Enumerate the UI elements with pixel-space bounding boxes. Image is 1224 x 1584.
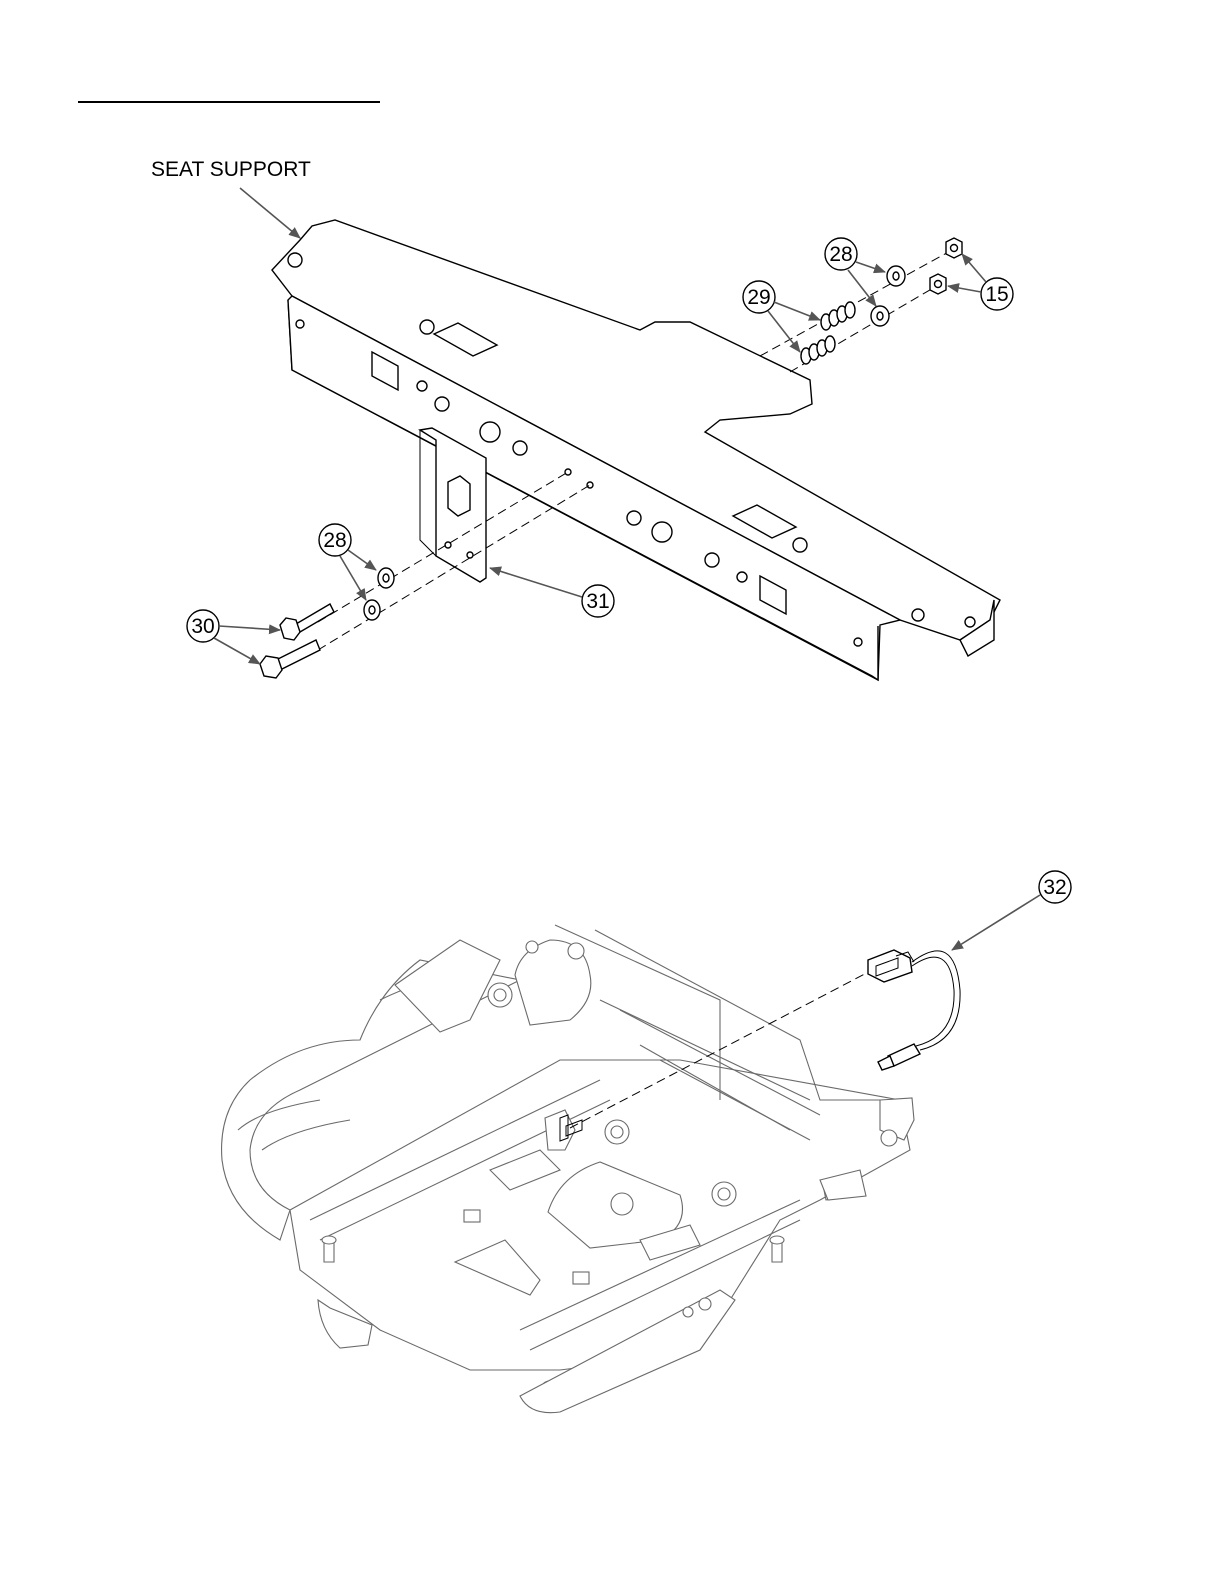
hinge-bolt (568, 943, 584, 959)
part-30-leader (219, 626, 280, 630)
bracket-hole (445, 542, 451, 548)
part-30-label: 30 (191, 615, 214, 638)
side-hole (627, 511, 641, 525)
bolt-30-upper (280, 604, 334, 640)
part-30-leader (214, 638, 260, 664)
lever-spring (683, 1307, 693, 1317)
side-hole (854, 638, 862, 646)
part-31-label: 31 (586, 590, 609, 613)
side-hole-small (565, 469, 571, 475)
part-31-leader (490, 568, 582, 597)
spring-29-upper (821, 302, 855, 330)
washer-hole (877, 312, 883, 320)
side-hole (296, 320, 304, 328)
stud-head (770, 1236, 784, 1244)
flange-hole (420, 320, 434, 334)
flange-hole (793, 538, 807, 552)
nut-hole (935, 281, 942, 288)
plate-square (464, 1210, 480, 1222)
part-29-leader (774, 302, 820, 320)
assembly-line (760, 250, 952, 356)
flange-hole (912, 609, 924, 621)
side-hole (435, 397, 449, 411)
seat-switch-harness-32 (868, 950, 960, 1070)
part-28-leader-bottom (340, 556, 366, 600)
plate-square (573, 1272, 589, 1284)
bracket-edge (420, 430, 436, 556)
part-15-leader (962, 254, 986, 282)
part-28-leader (848, 270, 876, 306)
part-28-label-top: 28 (829, 243, 852, 266)
part-28-leader-bottom (348, 550, 376, 570)
plate-hole-inner (611, 1126, 623, 1138)
washer-hole (893, 272, 899, 280)
side-hole-large (652, 522, 672, 542)
seat-support-leader (240, 188, 300, 238)
side-hole (705, 553, 719, 567)
plate-hole-inner (718, 1188, 730, 1200)
bracket-hole (467, 552, 473, 558)
bolt-30-lower (260, 640, 320, 678)
part-28-label-bottom: 28 (323, 529, 346, 552)
bracket-slot (448, 476, 470, 516)
flange-hole (288, 253, 302, 267)
side-hole-large (480, 422, 500, 442)
seat-support-assembly: SEAT SUPPORT 28 15 29 28 31 30 (151, 158, 1013, 680)
side-hole (513, 441, 527, 455)
part-15-label: 15 (985, 283, 1008, 306)
stud-head (322, 1236, 336, 1244)
rear-latch-bolt (881, 1130, 897, 1146)
nut-hole (951, 245, 958, 252)
lever-spring (699, 1298, 711, 1310)
part-32-label: 32 (1043, 876, 1066, 899)
washer-hole (383, 574, 389, 582)
part-32-leader (952, 895, 1040, 950)
seat-support-callout: SEAT SUPPORT (151, 158, 311, 181)
part-29-label: 29 (747, 286, 770, 309)
hinge-bolt-center (494, 989, 506, 1001)
cushion-seam (262, 1120, 350, 1150)
washer-hole (369, 606, 375, 614)
center-bolt (611, 1193, 633, 1215)
hinge-bolt (526, 941, 538, 953)
part-28-leader (856, 262, 885, 272)
spring-29-lower (801, 336, 835, 364)
part-15-leader (948, 286, 981, 292)
side-hole (737, 572, 747, 582)
seat-base-assembly: 32 (222, 871, 1071, 1413)
side-hole-small (587, 482, 593, 488)
side-hole (417, 381, 427, 391)
part-29-leader (768, 311, 800, 352)
end-hole (965, 617, 975, 627)
